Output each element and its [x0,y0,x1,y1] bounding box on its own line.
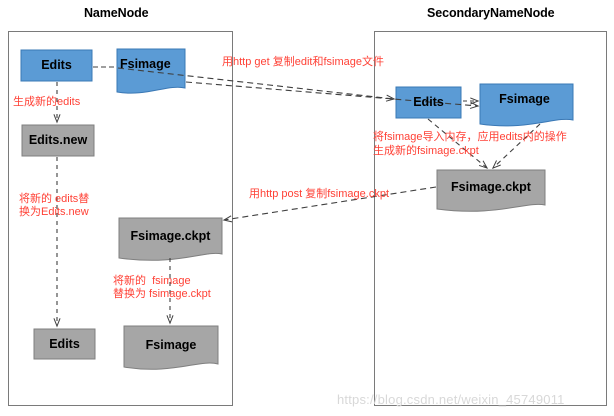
nn-fsimage-ckpt-label: Fsimage.ckpt [130,229,211,243]
snn-fsimage-shape [479,83,574,127]
nn-fsimage-bottom-label: Fsimage [145,338,197,352]
nn-edits-new-label: Edits.new [28,133,88,147]
http-get-edits-arrow [117,67,394,99]
replace-fsimage-annotation-line2: 替换为 fsimage.ckpt [113,288,211,300]
nn-edits-top-shape [20,49,93,82]
gen-new-edits-annotation: 生成新的edits [13,96,81,108]
snn-merge-annotation-line2: 生成新的fsimage.ckpt [373,145,479,157]
nn-edits-bottom-shape [33,328,96,360]
snn-fsimage-ckpt-label: Fsimage.ckpt [451,180,531,194]
replace-edits-annotation-line2: 换为Edits.new [19,206,89,218]
snn-fsimage-to-ckpt-arrow [493,123,541,168]
secondarynamenode-container [374,31,607,406]
snn-edits-label: Edits [413,95,444,109]
replace-fsimage-annotation-line1: 将新的 fsimage [113,275,191,287]
nn-edits-bottom-label: Edits [49,337,80,351]
snn-fsimage-label: Fsimage [499,92,550,106]
snn-fsimage-ckpt-shape [436,169,546,212]
snn-merge-annotation-line1: 将fsimage导入内存，应用edits内的操作 [373,131,567,143]
http-get-annotation: 用http get 复制edit和fsimage文件 [222,56,385,68]
snn-edits-to-ckpt-arrow [427,118,487,168]
secondarynamenode-title: SecondaryNameNode [427,6,555,20]
nn-fsimage-bottom-shape [123,325,219,370]
nn-fsimage-ckpt-shape [118,217,223,261]
nn-fsimage-top-shape [116,48,186,94]
replace-edits-annotation-line1: 将新的 edits替 [19,193,90,205]
http-post-arrow [224,186,437,220]
http-post-annotation: 用http post 复制fsimage.ckpt [249,188,389,200]
nn-edits-new-shape [21,124,95,157]
snn-edits-shape [395,86,462,119]
nn-edits-top-label: Edits [41,58,72,72]
nn-fsimage-top-label: Fsimage [120,57,171,71]
http-get-fsimage-arrow [185,81,478,106]
watermark-text: https://blog.csdn.net/weixin_45749011 [337,392,565,407]
namenode-title: NameNode [84,6,149,20]
